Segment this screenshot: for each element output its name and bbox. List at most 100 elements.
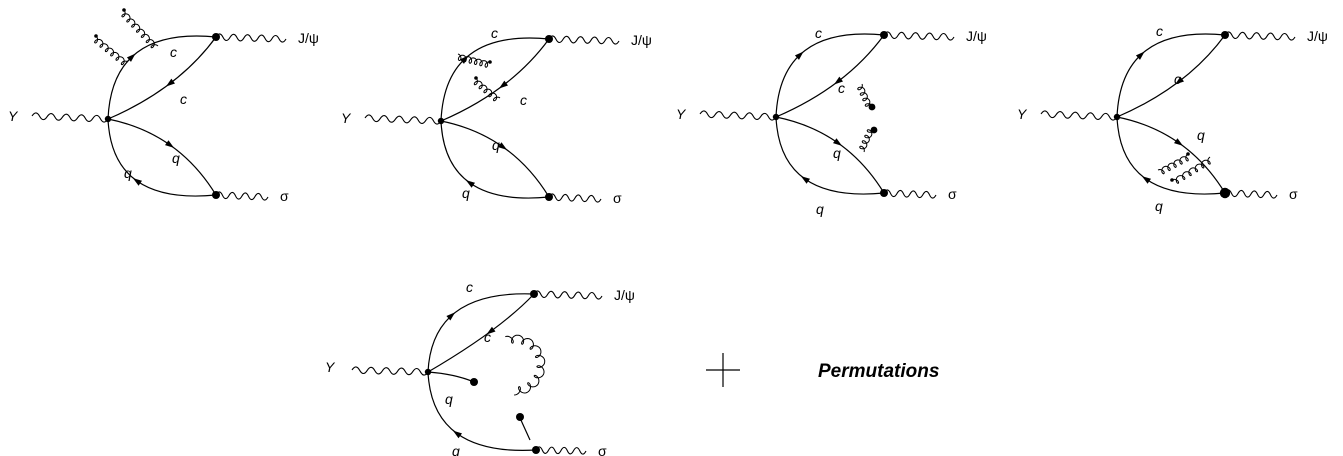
condensate-dot [870,126,878,134]
jpsi-vertex [880,31,888,39]
y-boson-line [31,112,109,123]
light-quark-line-upper [107,118,217,196]
central-vertex [1113,113,1121,121]
permutations-label: Permutations [818,361,939,382]
sigma-boson-line [215,191,269,201]
condensate-dot [1170,178,1174,182]
condensate-dot [474,76,478,80]
sigma-vertex [212,191,220,199]
light-quark-line-upper [775,116,885,194]
condensate-dot [94,34,98,38]
jpsi-boson-line [883,31,955,41]
light-quark-label-lower: q [452,443,460,456]
light-quark-label-upper: q [833,145,841,161]
propagator-arrow [498,142,508,150]
jpsi-vertex [545,35,553,43]
condensate-stub-upper [427,371,475,383]
charm-line-upper [1116,33,1226,118]
charm-line-upper [107,35,217,120]
jpsi-label: J/ψ [1307,28,1328,44]
propagator-arrow [465,180,475,188]
sigma-label: σ [948,186,957,202]
condensate-dot [516,413,524,421]
charm-line-lower [1116,34,1226,118]
propagator-arrow [1135,51,1145,60]
condensate-dot [868,103,876,111]
light-quark-label-upper: q [1197,127,1205,143]
sigma-vertex [1219,187,1231,199]
plus-sign [706,353,740,387]
gluon-line [859,129,875,153]
charm-label-upper: c [170,44,177,60]
light-quark-line-lower [1116,116,1226,195]
sigma-label: σ [1289,186,1298,202]
charm-line-lower [107,36,217,120]
charm-label-lower: c [1174,71,1181,87]
charm-label-upper: c [1156,23,1163,39]
y-label: Y [8,108,19,124]
light-quark-label-upper: q [492,137,500,153]
sigma-label: σ [280,188,289,204]
sigma-vertex [532,446,540,454]
condensate-dot [122,8,126,12]
sigma-vertex [880,189,888,197]
propagator-arrow [446,312,456,321]
jpsi-boson-line [215,33,287,43]
light-quark-line-lower [775,116,885,195]
light-quark-label-lower: q [124,165,132,181]
propagator-arrow [1141,176,1151,184]
gluon-line [505,334,546,396]
jpsi-vertex [1221,31,1229,39]
gluon-line [121,9,159,49]
charm-line-lower [775,34,885,118]
propagator-arrow [499,80,508,89]
gluon-line [457,53,491,68]
sigma-vertex [545,193,553,201]
light-quark-line-lower [107,118,217,197]
condensate-stub-lower [519,417,531,441]
light-quark-line-lower [440,120,550,199]
light-quark-label-upper: q [445,391,453,407]
gluon-line [1157,153,1189,175]
y-label: Y [341,110,352,126]
gluon-line [1171,156,1211,184]
charm-line-lower [427,293,535,373]
jpsi-vertex [212,33,220,41]
propagator-arrow [132,178,142,186]
jpsi-label: J/ψ [298,30,319,46]
propagator-arrow [800,176,810,184]
propagator-arrow [1175,76,1184,85]
charm-line-upper [427,293,535,373]
charm-line-upper [775,33,885,118]
sigma-label: σ [598,443,607,456]
propagator-arrow [165,140,175,148]
y-boson-line [1040,110,1118,121]
sigma-label: σ [613,190,622,206]
central-vertex [437,117,445,125]
y-label: Y [1017,106,1028,122]
jpsi-boson-line [548,35,620,45]
sigma-boson-line [883,189,937,199]
light-quark-label-lower: q [1155,198,1163,214]
charm-line-upper [440,37,550,122]
jpsi-label: J/ψ [966,28,987,44]
jpsi-label: J/ψ [614,287,635,303]
light-quark-line-upper [1116,116,1226,194]
condensate-dot [470,378,478,386]
central-vertex [104,115,112,123]
y-boson-line [364,114,442,125]
jpsi-vertex [530,290,538,298]
gluon-line [94,35,129,66]
charm-label-lower: c [838,80,845,96]
sigma-boson-line [535,446,587,455]
propagator-arrow [486,326,496,335]
charm-label-lower: c [484,329,491,345]
charm-label-lower: c [180,91,187,107]
propagator-arrow [166,78,175,87]
propagator-arrow [794,51,804,60]
propagator-arrow [452,430,462,439]
